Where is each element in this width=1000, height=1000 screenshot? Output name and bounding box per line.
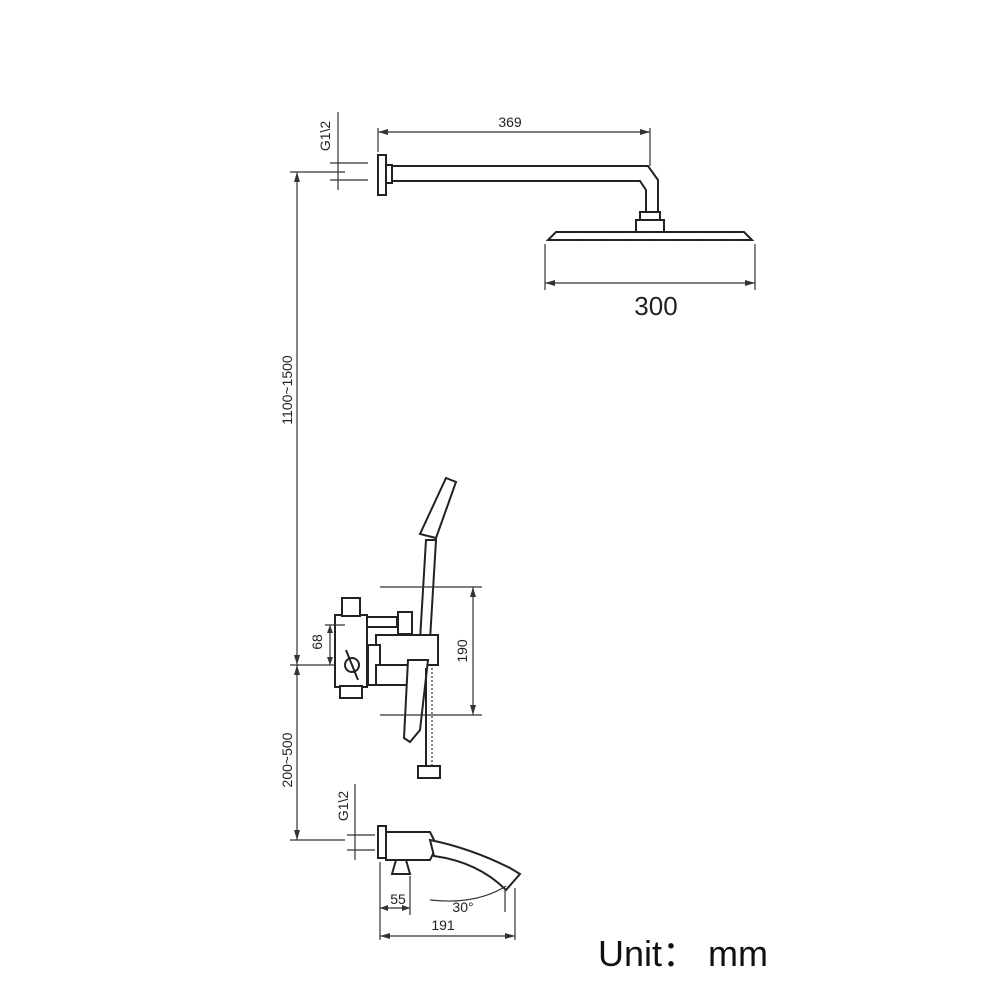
wall-flange-top — [377, 154, 393, 196]
spout-angle-label: 30° — [452, 899, 473, 915]
mixer-height-dimension — [380, 586, 482, 716]
mixer-offset-label: 68 — [309, 634, 325, 650]
head-width-label: 300 — [634, 291, 677, 321]
height-dimension-line — [290, 171, 345, 841]
hand-shower — [418, 476, 458, 641]
thread-top-marker — [330, 112, 368, 190]
spout-drop-label: 200~500 — [279, 732, 295, 787]
spout-offset-dimension — [379, 862, 411, 940]
spout-offset-label: 55 — [390, 891, 406, 907]
thread-bottom-marker — [347, 784, 375, 860]
shower-arm — [392, 165, 659, 212]
spout-angle-arc — [429, 885, 507, 912]
bath-spout — [377, 825, 522, 892]
thread-bottom-label: G1\2 — [335, 791, 351, 822]
unit-label: Unit： mm — [598, 933, 768, 974]
arm-length-label: 369 — [498, 114, 522, 130]
shower-hose — [417, 668, 441, 779]
mixer-body — [334, 597, 439, 744]
head-width-dimension — [544, 244, 756, 290]
mixer-height-label: 190 — [454, 639, 470, 663]
shower-head — [545, 211, 755, 241]
height-range-label: 1100~1500 — [279, 355, 295, 425]
spout-length-dimension — [380, 888, 516, 940]
mixer-offset-dimension — [325, 624, 345, 665]
spout-length-label: 191 — [431, 917, 455, 933]
thread-top-label: G1\2 — [317, 121, 333, 152]
arm-length-dimension — [377, 128, 651, 166]
